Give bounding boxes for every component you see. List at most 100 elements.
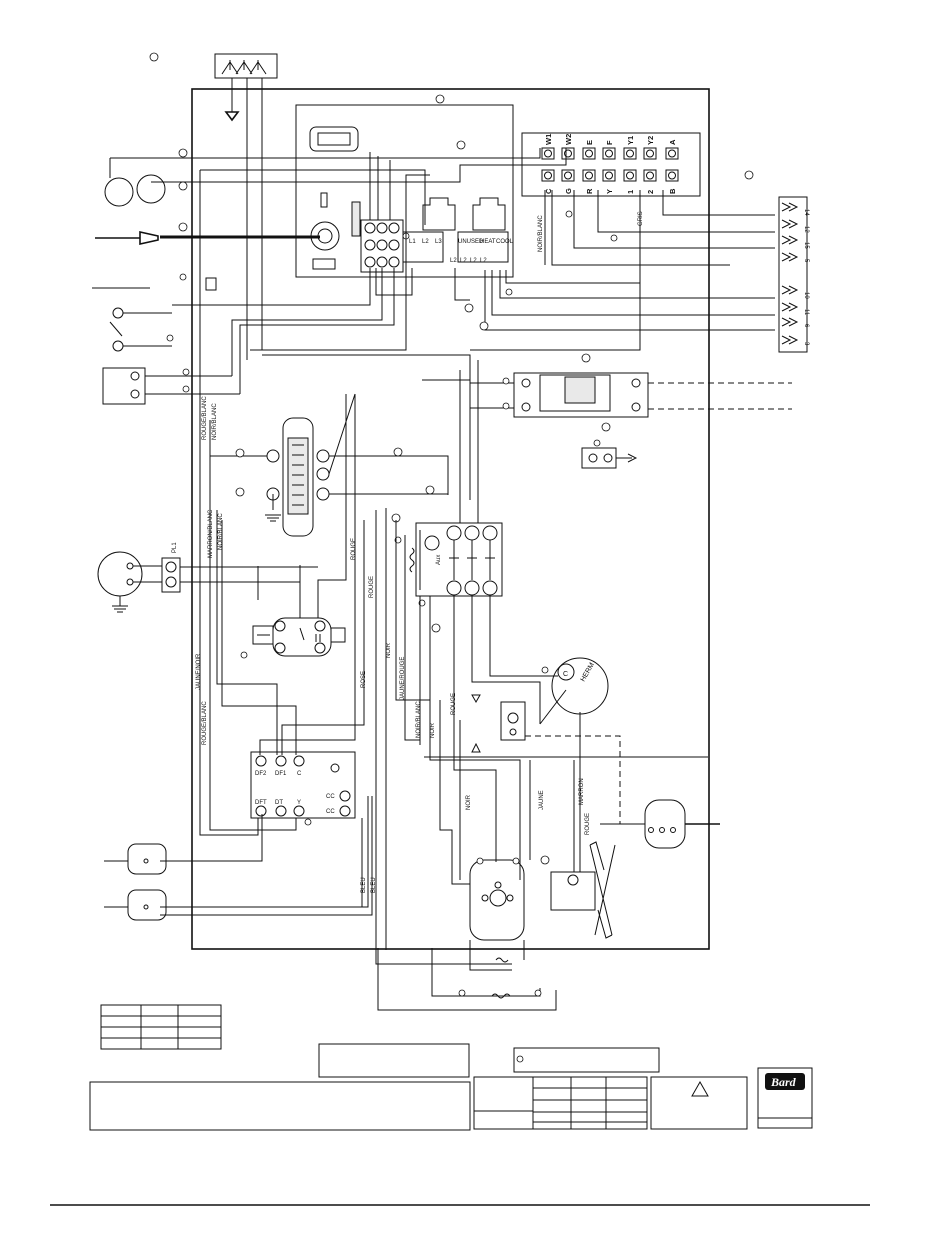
wire-label-rose: ROSE xyxy=(361,671,367,688)
wire-label-rouge-3: ROUGE xyxy=(451,693,457,715)
wire-label-bleu-2: BLEU xyxy=(371,877,377,893)
defrost-term-df1: DF1 xyxy=(275,771,287,777)
left-components: PL1 xyxy=(92,148,320,613)
wire-label-jaune-noir: JAUNE/NOIR xyxy=(196,653,202,690)
contactor: Aux xyxy=(391,513,503,633)
terminal-top-y1 xyxy=(623,147,637,160)
power-entry-block xyxy=(149,52,278,360)
defrost-board: DF2 DF1 C DFT DT Y CC CC xyxy=(250,751,356,826)
speed-label-heat: HEAT xyxy=(480,239,496,245)
note-box xyxy=(318,1043,470,1078)
wire-label-noir-2: NOIR xyxy=(430,722,436,738)
terminal-top-label: F xyxy=(605,140,614,145)
revision-table xyxy=(473,1076,648,1130)
wire-labels: NOIR/BLANC GRIS ROUGE/BLANC NOIR/BLANC M… xyxy=(196,211,644,893)
strip-to-plug-wires xyxy=(464,190,775,363)
terminal-top-w2 xyxy=(561,147,575,160)
legend-area: Bard xyxy=(89,1004,813,1131)
wire-label-rouge-blanc-2: ROUGE/BLANC xyxy=(202,701,208,745)
defrost-term-c: C xyxy=(297,771,302,777)
relay-label-l1: L1 xyxy=(409,239,416,245)
terminal-screw xyxy=(564,171,572,180)
plug-pin-label: 6 xyxy=(803,324,809,328)
reversing-valve xyxy=(470,372,792,469)
wire-label-gris: GRIS xyxy=(638,211,644,226)
wire-label-rouge-2: ROUGE xyxy=(369,576,375,598)
plug-pin-chevron xyxy=(781,285,799,295)
relay-label-l3: L3 xyxy=(435,239,442,245)
terminal-bottom-label: Y xyxy=(605,189,614,194)
terminal-screw xyxy=(585,171,593,180)
warning-triangle-icon xyxy=(691,1080,709,1097)
bard-logo: Bard xyxy=(765,1073,805,1090)
terminal-screw xyxy=(668,149,676,158)
pressure-switch-icon xyxy=(104,177,134,207)
terminal-top-label: E xyxy=(585,140,594,145)
wire-label-jaune: JAUNE xyxy=(539,790,545,810)
wire-label-noir-3: NOIR xyxy=(466,794,472,810)
board-term-l2-b: L2 xyxy=(460,258,467,264)
wire-label-noir-1: NOIR xyxy=(386,642,392,658)
wire-label-marron: MARRON xyxy=(579,778,585,805)
plug-pin-label: 3 xyxy=(803,342,809,346)
compressor: C HERM xyxy=(539,657,609,880)
plug-pin-label: 11 xyxy=(803,309,809,316)
control-board: L1 L2 L3 UNUSED HEAT COOL L2 L2 L2 L2 xyxy=(295,94,514,278)
terminal-bottom-label: G xyxy=(564,188,573,194)
wire-label-jaune-rouge: JAUNE/ROUGE xyxy=(400,657,406,700)
defrost-term-cc-2: CC xyxy=(326,809,335,815)
fan-motor-icon xyxy=(97,551,143,597)
plug-pin-label: 14 xyxy=(803,209,809,216)
plug-pin-label: 15 xyxy=(803,242,809,249)
terminal-top-label: Y2 xyxy=(646,136,655,145)
transformer xyxy=(210,393,449,537)
condenser-fan xyxy=(550,841,616,939)
plug-pin-label: 12 xyxy=(803,226,809,233)
speed-label-unused: UNUSED xyxy=(458,239,484,245)
terminal-bottom-2 xyxy=(643,169,657,182)
wire-label-rouge-4: ROUGE xyxy=(585,813,591,835)
terminal-bottom-label: C xyxy=(544,188,553,194)
terminal-screw xyxy=(585,149,593,158)
terminal-top-label: Y1 xyxy=(626,136,635,145)
compressor-c-label: C xyxy=(563,671,568,678)
terminal-screw xyxy=(646,171,654,180)
pl1-label: PL1 xyxy=(172,542,178,553)
terminal-top-label: W2 xyxy=(564,134,573,145)
ground-lug-block xyxy=(471,694,526,753)
defrost-term-dt: DT xyxy=(275,800,283,806)
board-term-l2-d: L2 xyxy=(480,258,487,264)
terminal-bottom-label: R xyxy=(585,188,594,194)
terminal-bottom-c xyxy=(541,169,555,182)
blower-motor xyxy=(469,855,550,971)
terminal-bottom-g xyxy=(561,169,575,182)
solenoid-valves xyxy=(104,796,369,921)
plug-pin-chevron xyxy=(781,219,799,229)
wire-label-rouge-1: ROUGE xyxy=(351,538,357,560)
terminal-bottom-label: B xyxy=(668,188,677,194)
crankcase-heater xyxy=(377,948,557,1011)
terminal-top-f xyxy=(602,147,616,160)
pressure-switch-icon-2 xyxy=(136,174,166,204)
wire-label-noir-blanc-2: NOIR/BLANC xyxy=(212,403,218,440)
internal-wiring xyxy=(160,148,708,965)
terminal-screw xyxy=(626,171,634,180)
terminal-top-label: A xyxy=(668,139,677,145)
terminal-top-e xyxy=(582,147,596,160)
terminal-screw xyxy=(646,149,654,158)
relay-label-l2: L2 xyxy=(422,239,429,245)
plug-pin-chevron xyxy=(781,317,799,327)
terminal-top-label: W1 xyxy=(544,134,553,145)
plug-pin-chevron xyxy=(781,302,799,312)
terminal-screw xyxy=(544,171,552,180)
outdoor-fan-motor xyxy=(525,735,720,849)
terminal-screw xyxy=(564,149,572,158)
wire-label-marron-blanc: MARRON/BLANC xyxy=(208,509,214,558)
plug-pin-label: 10 xyxy=(803,292,809,299)
terminal-bottom-b xyxy=(665,169,679,182)
plug-pin-chevron xyxy=(781,235,799,245)
terminal-screw xyxy=(605,149,613,158)
terminal-bottom-r xyxy=(582,169,596,182)
terminal-bottom-label: 2 xyxy=(646,190,655,194)
terminal-screw xyxy=(605,171,613,180)
